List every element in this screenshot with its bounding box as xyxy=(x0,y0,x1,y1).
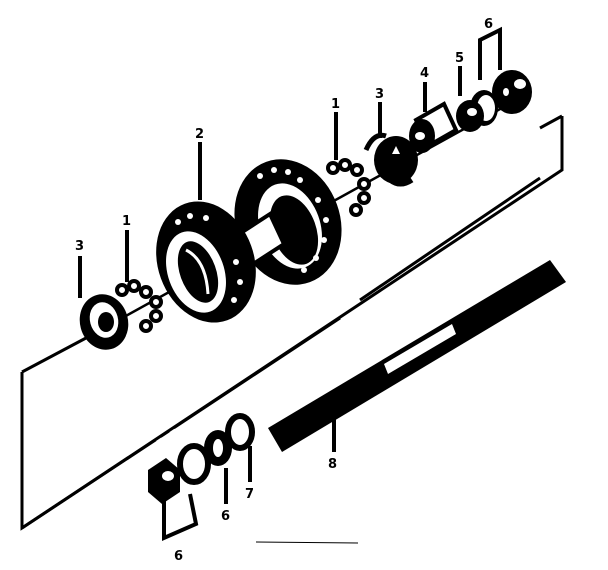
callout-6-bottom: 6 xyxy=(174,549,183,564)
axle-nut-top xyxy=(492,70,532,114)
callout-2-hub: 2 xyxy=(195,127,204,142)
axle-shaft xyxy=(268,260,566,452)
callout-6-top: 6 xyxy=(484,17,493,32)
callout-5-top: 5 xyxy=(455,51,464,66)
callout-7: 7 xyxy=(245,487,254,502)
hub-flange-left xyxy=(156,201,256,323)
bearing-cup-left xyxy=(79,294,129,350)
callout-3-left: 3 xyxy=(75,239,84,254)
leader-lines xyxy=(78,26,502,542)
lock-washer-bottom xyxy=(225,413,255,451)
bearing-cup-top xyxy=(363,132,418,187)
callout-1-left: 1 xyxy=(122,214,131,229)
callout-4-top: 4 xyxy=(420,66,429,81)
ball-bearings-top xyxy=(326,158,371,217)
spacer-top xyxy=(409,101,459,153)
callout-1-top: 1 xyxy=(331,97,340,112)
washer-top xyxy=(456,90,498,132)
ball-bearings-left xyxy=(115,279,163,333)
washer-bottom xyxy=(204,430,232,466)
callout-6-lower: 6 xyxy=(221,509,230,524)
washer-bottom-flat xyxy=(177,443,211,485)
underline-mark xyxy=(255,541,359,544)
callout-3-top: 3 xyxy=(375,87,384,102)
axle-nut-bottom xyxy=(148,458,180,504)
callout-8-shaft: 8 xyxy=(328,457,337,472)
assembly-frame xyxy=(20,114,564,531)
